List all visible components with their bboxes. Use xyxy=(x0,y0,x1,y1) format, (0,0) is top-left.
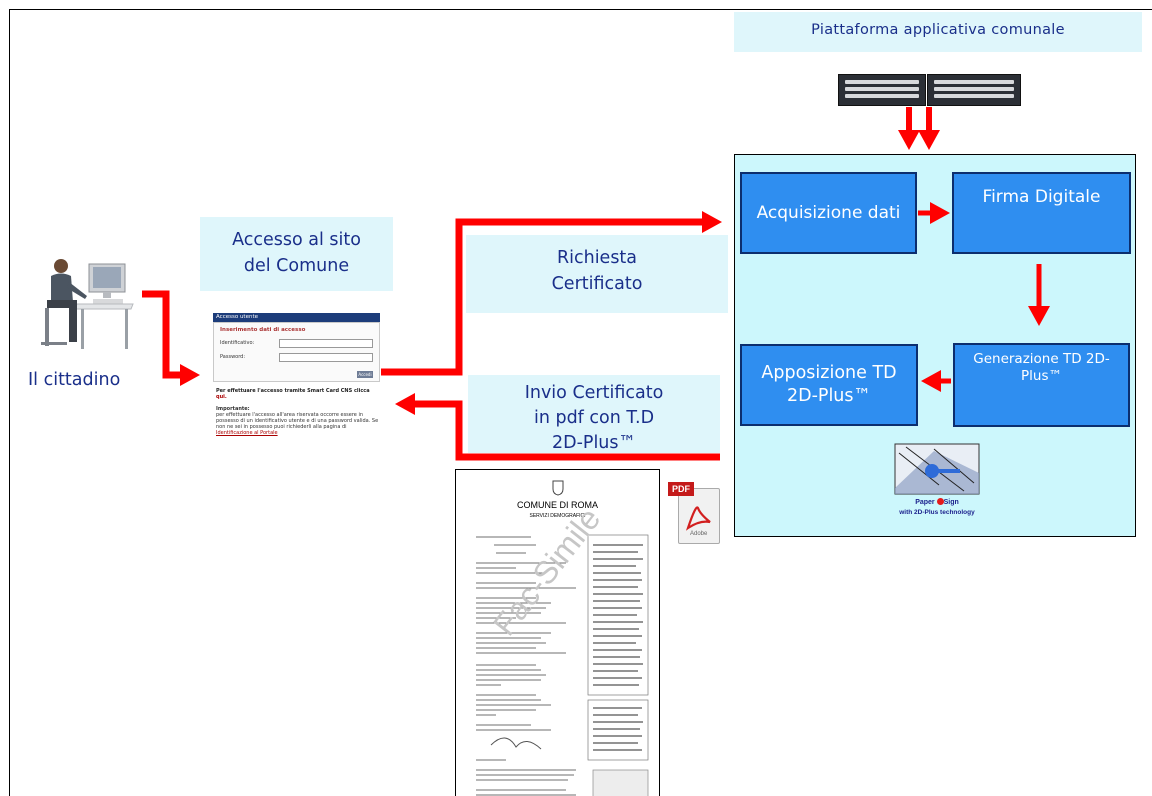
paper-esign-logo: Paper Sign with 2D-Plus technology xyxy=(892,443,982,523)
login-form-section: Inserimento dati di accesso xyxy=(220,327,306,333)
important-note: Importante: per effettuare l'accesso all… xyxy=(216,406,379,436)
pdf-icon: PDF Adobe xyxy=(668,482,720,544)
generation-box: Generazione TD 2D-Plus™ xyxy=(953,343,1130,427)
cns-access-text: Per effettuare l'accesso tramite Smart C… xyxy=(216,388,379,400)
signature-box: Firma Digitale xyxy=(952,172,1131,254)
citizen-at-computer-icon xyxy=(41,259,134,349)
certificate-body-text xyxy=(476,534,649,796)
login-submit-button[interactable]: Accedi xyxy=(357,371,373,378)
paper-esign-word: Paper xyxy=(915,499,937,506)
generation-label: Generazione TD 2D-Plus™ xyxy=(973,351,1110,384)
request-label: Richiesta Certificato xyxy=(466,235,728,313)
paper-esign-line2: with 2D-Plus technology xyxy=(899,509,975,516)
username-label: Identificativo: xyxy=(220,340,255,346)
send-line-1: Invio Certificato xyxy=(524,383,664,403)
send-line-2: in pdf con T.D xyxy=(533,408,655,428)
send-line-3: 2D-Plus™ xyxy=(551,433,637,453)
request-line-2: Certificato xyxy=(551,274,643,294)
server-icon xyxy=(838,74,926,106)
access-line-1: Accesso al sito xyxy=(232,230,361,250)
login-form-header: Accesso utente xyxy=(213,313,380,322)
certificate-city: COMUNE DI ROMA xyxy=(517,500,598,510)
server-icon xyxy=(927,74,1021,106)
adobe-acrobat-icon xyxy=(685,506,711,531)
apposition-label: Apposizione TD 2D-Plus™ xyxy=(761,363,897,406)
certificate-department: SERVIZI DEMOGRAFICI xyxy=(529,513,586,519)
send-label: Invio Certificato in pdf con T.D 2D-Plus… xyxy=(468,375,720,453)
cns-text: Per effettuare l'accesso tramite Smart C… xyxy=(216,388,370,394)
password-input[interactable] xyxy=(279,353,373,362)
signature-label: Firma Digitale xyxy=(982,187,1101,207)
login-form-thumbnail: Accesso utente Inserimento dati di acces… xyxy=(213,313,380,441)
identification-link[interactable]: Identificazione al Portale xyxy=(216,430,278,436)
sign-word: Sign xyxy=(943,499,959,506)
pdf-badge: PDF xyxy=(668,482,694,496)
esign-e-icon xyxy=(936,498,944,505)
cns-link[interactable]: qui. xyxy=(216,394,227,400)
username-input[interactable] xyxy=(279,339,373,348)
apposition-box: Apposizione TD 2D-Plus™ xyxy=(740,344,918,426)
adobe-brand: Adobe xyxy=(690,531,708,537)
acquisition-label: Acquisizione dati xyxy=(756,203,901,223)
request-line-1: Richiesta xyxy=(556,248,638,268)
important-text: per effettuare l'accesso all'area riserv… xyxy=(216,412,379,430)
login-form-card: Inserimento dati di accesso Identificati… xyxy=(213,322,380,382)
certificate-document: COMUNE DI ROMA SERVIZI DEMOGRAFICI xyxy=(455,469,660,796)
coat-of-arms-icon xyxy=(552,480,564,496)
arrow-citizen-to-site xyxy=(142,290,200,386)
acquisition-box: Acquisizione dati xyxy=(740,172,917,254)
important-title: Importante: xyxy=(216,406,250,412)
citizen-label: Il cittadino xyxy=(28,370,121,390)
slide-frame xyxy=(9,9,1152,796)
paper-esign-graphic xyxy=(894,443,980,495)
arrow-request-to-platform xyxy=(381,211,722,376)
platform-label: Piattaforma applicativa comunale xyxy=(734,12,1142,52)
paper-esign-line1: Paper Sign xyxy=(892,498,982,506)
arrow-certificate-to-citizen xyxy=(395,393,720,461)
access-label: Accesso al sito del Comune xyxy=(200,217,393,291)
password-label: Password: xyxy=(220,354,246,360)
access-line-2: del Comune xyxy=(243,256,350,276)
